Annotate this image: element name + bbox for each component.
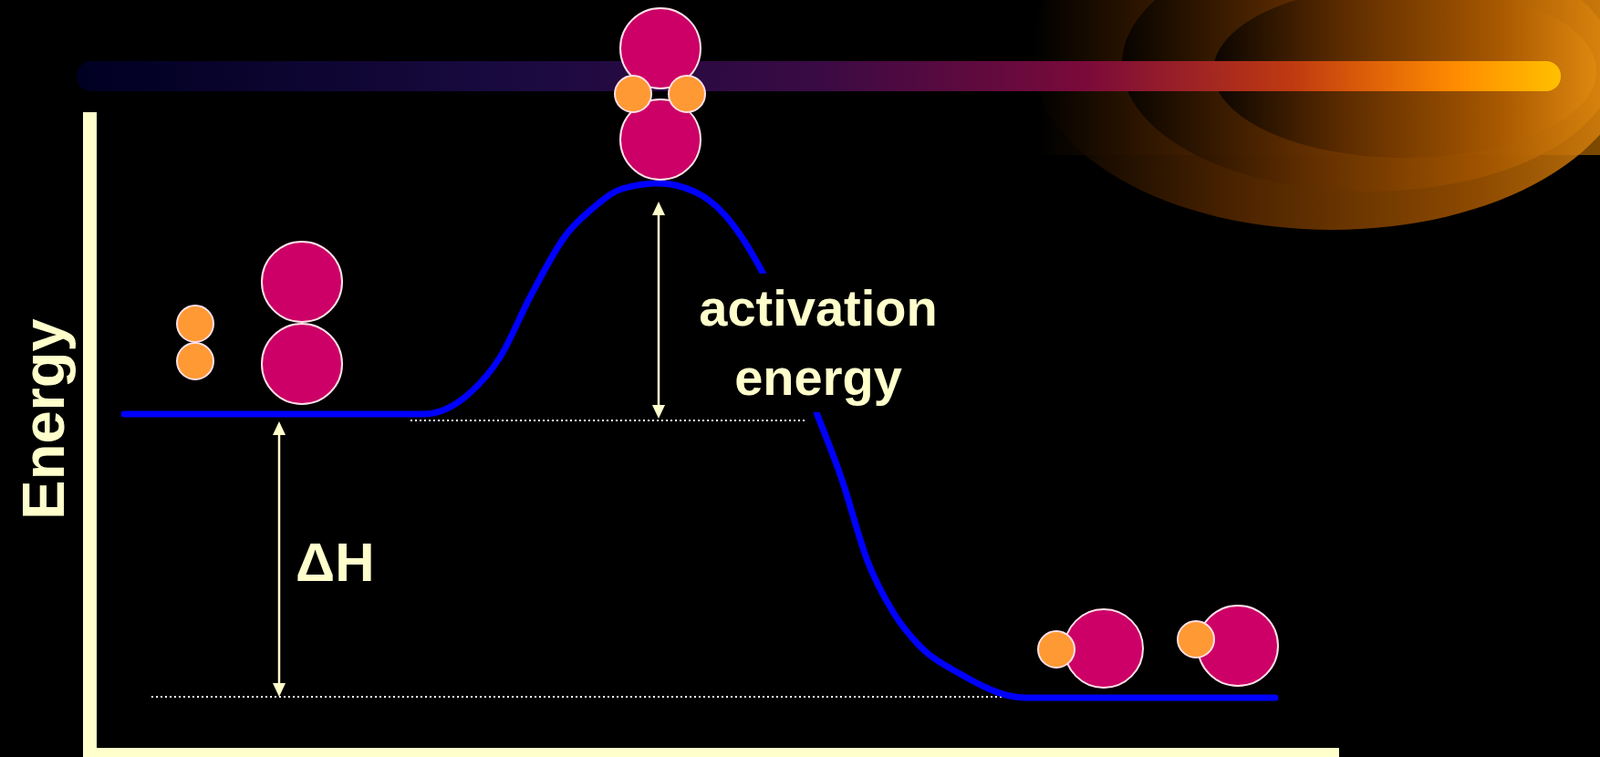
product-molecules xyxy=(1038,605,1278,688)
small-atom xyxy=(1038,631,1075,668)
glow-ellipse xyxy=(1122,0,1600,192)
reference-line xyxy=(151,696,1021,698)
delta-h-label: ΔH xyxy=(295,530,375,594)
activation-arrow xyxy=(652,201,665,419)
small-atom xyxy=(176,342,214,380)
small-atom xyxy=(1177,621,1215,658)
title-bar xyxy=(76,61,1561,92)
energy-curve xyxy=(124,183,1276,698)
small-atom xyxy=(176,305,214,343)
axis-title: Energy xyxy=(9,318,78,520)
delta-h-arrow xyxy=(272,421,286,697)
reactant-molecules xyxy=(176,241,343,405)
reference-line xyxy=(410,419,807,422)
large-atom xyxy=(1064,609,1143,688)
y-axis xyxy=(83,112,97,757)
transition-state xyxy=(614,8,706,180)
decor-glow xyxy=(1003,0,1600,230)
activation-energy-label: activation energy xyxy=(668,273,968,413)
large-atom xyxy=(261,323,343,405)
small-atom xyxy=(614,75,652,113)
x-axis xyxy=(83,748,1340,757)
small-atom xyxy=(668,75,706,113)
glow-ellipse xyxy=(1030,0,1600,230)
large-atom xyxy=(261,241,343,323)
